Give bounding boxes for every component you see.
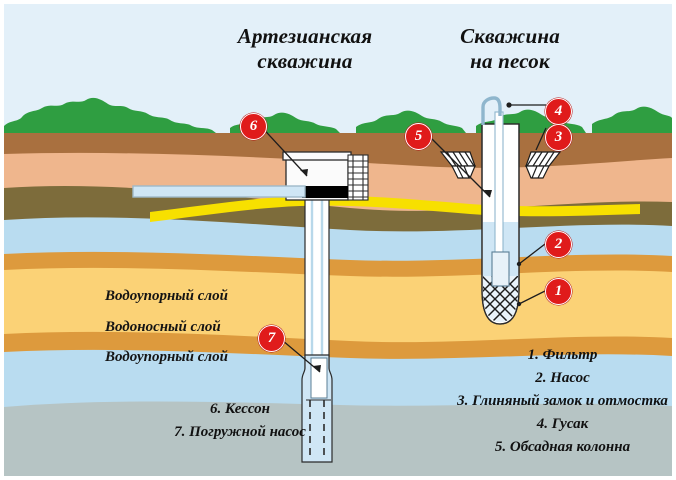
marker-badge-4[interactable]: 4 — [545, 98, 572, 125]
title-artesian-well: Артезианская скважина — [237, 24, 373, 73]
title-sand-well: Скважина на песок — [460, 24, 560, 73]
artesian-water-layer — [4, 347, 672, 407]
clay-lock-left — [439, 151, 476, 179]
submersible-pump-artesian — [310, 357, 328, 399]
leader-dot-1 — [516, 301, 522, 307]
leader-dot-2 — [516, 261, 522, 267]
artesian-filter-slots — [309, 400, 325, 460]
label-aquifer: Водоносный слой — [105, 319, 221, 335]
sand-well-casing-outline — [481, 123, 520, 325]
leader-arrowheads — [300, 102, 522, 372]
marker-badge-1[interactable]: 1 — [545, 278, 572, 305]
marker-badge-7[interactable]: 7 — [258, 325, 285, 352]
aquitard-lower-layer — [4, 329, 672, 359]
clay-lock-right — [525, 151, 562, 179]
legend-right: 1. Фильтр 2. Насос 3. Глиняный замок и о… — [455, 344, 670, 459]
marker-badge-6[interactable]: 6 — [240, 113, 267, 140]
legend-left: 6. Кессон 7. Погружной насос — [140, 398, 340, 444]
submersible-pump-sand — [491, 251, 510, 287]
riser-pipe — [494, 111, 504, 261]
leader-dot-4 — [506, 102, 512, 108]
supply-pipe — [132, 185, 306, 198]
label-aquitard-upper: Водоупорный слой — [105, 288, 228, 304]
goose-neck — [481, 96, 502, 125]
marker-badge-2[interactable]: 2 — [545, 231, 572, 258]
legend-left-item: 7. Погружной насос — [174, 424, 306, 440]
artesian-well-assembly — [132, 151, 369, 463]
bedrock-layer — [4, 399, 672, 476]
label-aquitard-lower: Водоупорный слой — [105, 349, 228, 365]
leader-arrow-7 — [313, 365, 321, 372]
marker-badge-5[interactable]: 5 — [405, 123, 432, 150]
legend-right-item: 2. Насос — [535, 370, 590, 386]
caisson-ladder — [347, 154, 369, 201]
leader-5 — [423, 130, 491, 198]
legend-right-item: 5. Обсадная колонна — [494, 439, 631, 455]
legend-right-item: 1. Фильтр — [527, 347, 598, 363]
legend-right-item: 3. Глиняный замок и отмостка — [457, 393, 668, 409]
caisson-lid — [282, 151, 352, 161]
leader-arrow-5 — [484, 190, 492, 197]
artesian-casing — [304, 184, 330, 369]
legend-right-item: 4. Гусак — [536, 416, 589, 432]
legend-left-item: 6. Кессон — [209, 401, 271, 417]
leader-1 — [518, 290, 546, 305]
marker-badge-3[interactable]: 3 — [545, 124, 572, 151]
leader-arrow-6 — [300, 169, 308, 176]
leader-2 — [518, 243, 546, 265]
sand-well-assembly — [439, 96, 562, 325]
leader-3 — [535, 127, 547, 151]
caisson-black-pipe — [302, 186, 348, 198]
